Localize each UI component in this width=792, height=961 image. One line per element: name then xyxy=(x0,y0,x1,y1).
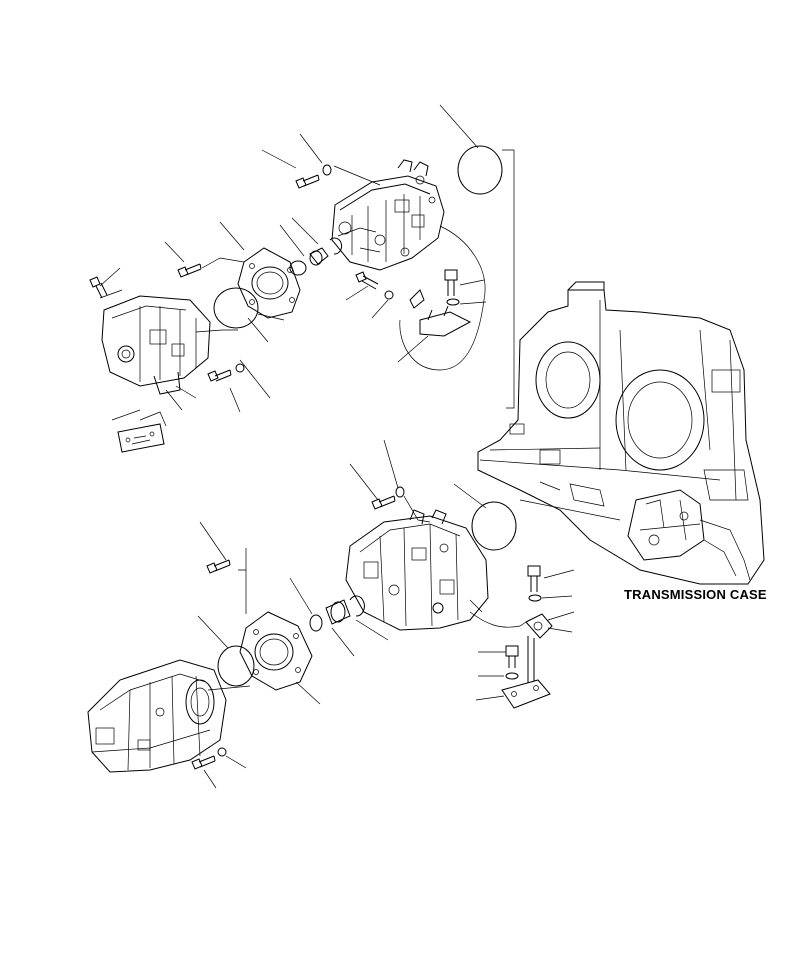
upper-large-oring xyxy=(213,287,259,329)
lower-sensor xyxy=(525,613,553,692)
upper-washer-top xyxy=(322,164,332,176)
upper-bolt-top xyxy=(295,174,320,189)
transmission-case xyxy=(477,281,765,585)
upper-bolt-lower xyxy=(207,369,232,382)
lower-spacer xyxy=(325,599,351,625)
lower-leader-lines xyxy=(197,439,575,789)
lower-small-oring xyxy=(309,614,323,632)
upper-bolt-right xyxy=(444,269,458,296)
lower-bolt-top xyxy=(371,495,396,510)
lower-bolt-small xyxy=(505,645,519,668)
lower-washer-lower xyxy=(217,747,227,757)
lower-harness-wire xyxy=(469,611,527,628)
lower-washer-small xyxy=(505,672,519,680)
upper-aux-plate-guide xyxy=(139,411,167,427)
upper-leader-lines xyxy=(99,104,487,421)
upper-washer-right xyxy=(446,298,460,306)
upper-bolt-left xyxy=(177,263,202,278)
transmission-valve-block xyxy=(627,489,751,581)
lower-bolt-lower xyxy=(191,755,216,770)
lower-bolt-right xyxy=(527,565,541,592)
lower-snap-ring xyxy=(349,595,365,617)
lower-washer-right xyxy=(528,594,542,602)
upper-harness-wire xyxy=(399,225,486,371)
upper-aux-plate xyxy=(117,423,165,453)
upper-mount-leader xyxy=(502,149,515,409)
upper-small-oring xyxy=(289,260,307,276)
upper-sensor-bracket xyxy=(409,289,472,337)
upper-snap-ring xyxy=(329,237,343,255)
lower-top-oring xyxy=(471,501,517,551)
upper-bolt-bracket xyxy=(355,271,379,290)
upper-spacer xyxy=(309,247,329,266)
lower-main-pump xyxy=(345,509,489,631)
upper-main-pump xyxy=(331,159,445,271)
lower-aux-pump xyxy=(87,659,227,773)
lower-sensor-bracket xyxy=(501,679,551,709)
upper-washer-bracket xyxy=(384,290,394,300)
upper-washer-lower xyxy=(235,363,245,373)
upper-top-oring xyxy=(457,145,503,195)
upper-aux-pump xyxy=(101,295,211,395)
upper-bolt-far-left xyxy=(89,276,108,299)
lower-flange-plate xyxy=(239,611,313,691)
lower-bolt-left xyxy=(206,559,231,574)
lower-washer-top xyxy=(395,486,405,498)
lower-large-oring xyxy=(217,645,255,687)
upper-flange-plate xyxy=(237,247,301,319)
transmission-case-label: TRANSMISSION CASE xyxy=(624,587,767,602)
